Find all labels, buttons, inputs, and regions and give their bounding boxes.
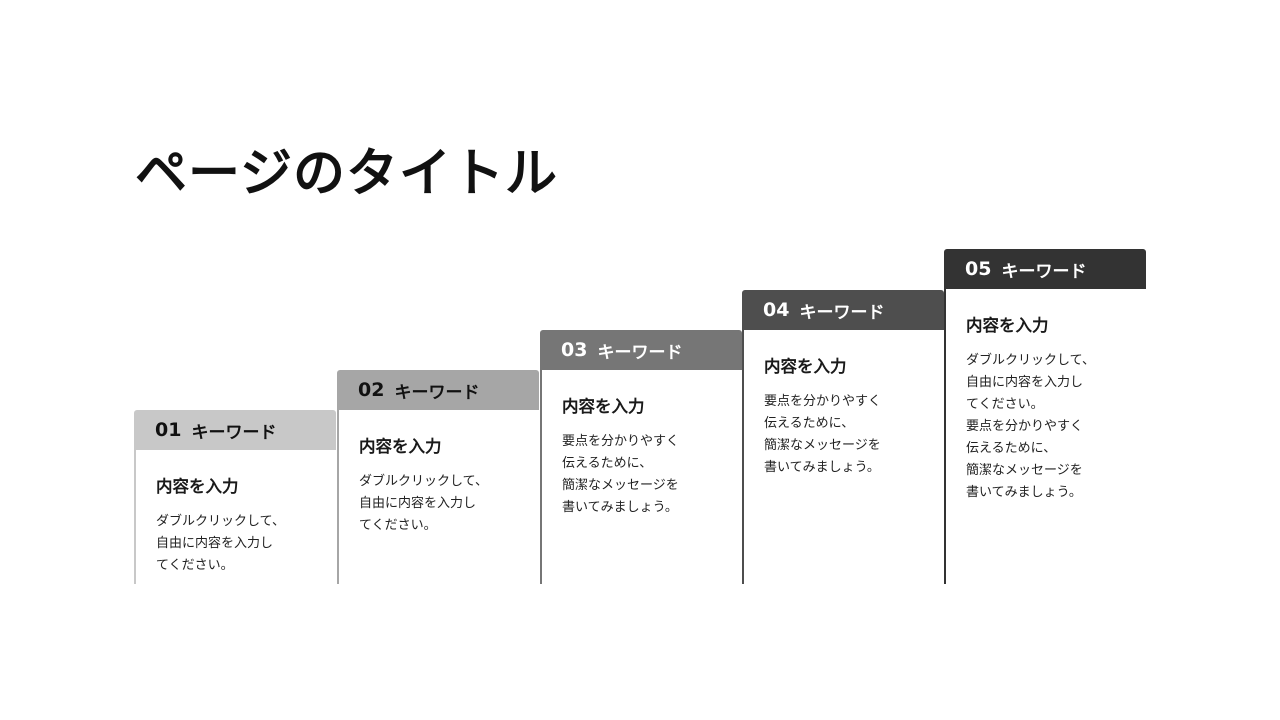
step-heading: 内容を入力 <box>966 316 1049 335</box>
step-number: 04 <box>763 299 790 321</box>
step-text: ダブルクリックして、 自由に内容を入力し てください。 <box>156 514 285 573</box>
step-text: 要点を分かりやすく 伝えるために、 簡潔なメッセージを 書いてみましょう。 <box>562 434 680 515</box>
step-text: ダブルクリックして、 自由に内容を入力し てください。 <box>359 474 488 533</box>
step-heading: 内容を入力 <box>562 397 645 416</box>
step-number: 03 <box>561 339 588 361</box>
step-divider-line <box>944 289 946 584</box>
step-heading: 内容を入力 <box>156 477 239 496</box>
step-keyword: キーワード <box>191 422 277 443</box>
step-header[interactable]: 02 キーワード <box>337 370 539 410</box>
step-number: 01 <box>155 419 182 441</box>
step-02: 02 キーワード 内容を入力 ダブルクリックして、 自由に内容を入力し てくださ… <box>337 370 539 584</box>
step-keyword: キーワード <box>394 382 480 403</box>
step-body[interactable]: 内容を入力 要点を分かりやすく 伝えるために、 簡潔なメッセージを 書いてみまし… <box>562 396 732 519</box>
step-text: ダブルクリックして、 自由に内容を入力し てください。 要点を分かりやすく 伝え… <box>966 353 1095 500</box>
step-05: 05 キーワード 内容を入力 ダブルクリックして、 自由に内容を入力し てくださ… <box>944 249 1146 584</box>
step-divider-line <box>337 410 339 584</box>
step-keyword: キーワード <box>1001 261 1087 282</box>
step-body[interactable]: 内容を入力 ダブルクリックして、 自由に内容を入力し てください。 <box>156 476 326 577</box>
step-header[interactable]: 03 キーワード <box>540 330 742 370</box>
step-03: 03 キーワード 内容を入力 要点を分かりやすく 伝えるために、 簡潔なメッセー… <box>540 330 742 584</box>
step-number: 02 <box>358 379 385 401</box>
step-04: 04 キーワード 内容を入力 要点を分かりやすく 伝えるために、 簡潔なメッセー… <box>742 290 944 584</box>
page-title[interactable]: ページのタイトル <box>135 144 558 204</box>
step-heading: 内容を入力 <box>764 357 847 376</box>
step-body[interactable]: 内容を入力 ダブルクリックして、 自由に内容を入力し てください。 <box>359 436 529 537</box>
step-keyword: キーワード <box>597 342 683 363</box>
step-body[interactable]: 内容を入力 ダブルクリックして、 自由に内容を入力し てください。 要点を分かり… <box>966 315 1136 504</box>
step-header[interactable]: 05 キーワード <box>944 249 1146 289</box>
step-body[interactable]: 内容を入力 要点を分かりやすく 伝えるために、 簡潔なメッセージを 書いてみまし… <box>764 356 934 479</box>
step-header[interactable]: 01 キーワード <box>134 410 336 450</box>
step-header[interactable]: 04 キーワード <box>742 290 944 330</box>
step-text: 要点を分かりやすく 伝えるために、 簡潔なメッセージを 書いてみましょう。 <box>764 394 882 475</box>
step-divider-line <box>540 370 542 584</box>
step-keyword: キーワード <box>799 302 885 323</box>
step-01: 01 キーワード 内容を入力 ダブルクリックして、 自由に内容を入力し てくださ… <box>134 410 336 584</box>
step-number: 05 <box>965 258 992 280</box>
step-heading: 内容を入力 <box>359 437 442 456</box>
step-divider-line <box>742 330 744 584</box>
step-divider-line <box>134 450 136 584</box>
